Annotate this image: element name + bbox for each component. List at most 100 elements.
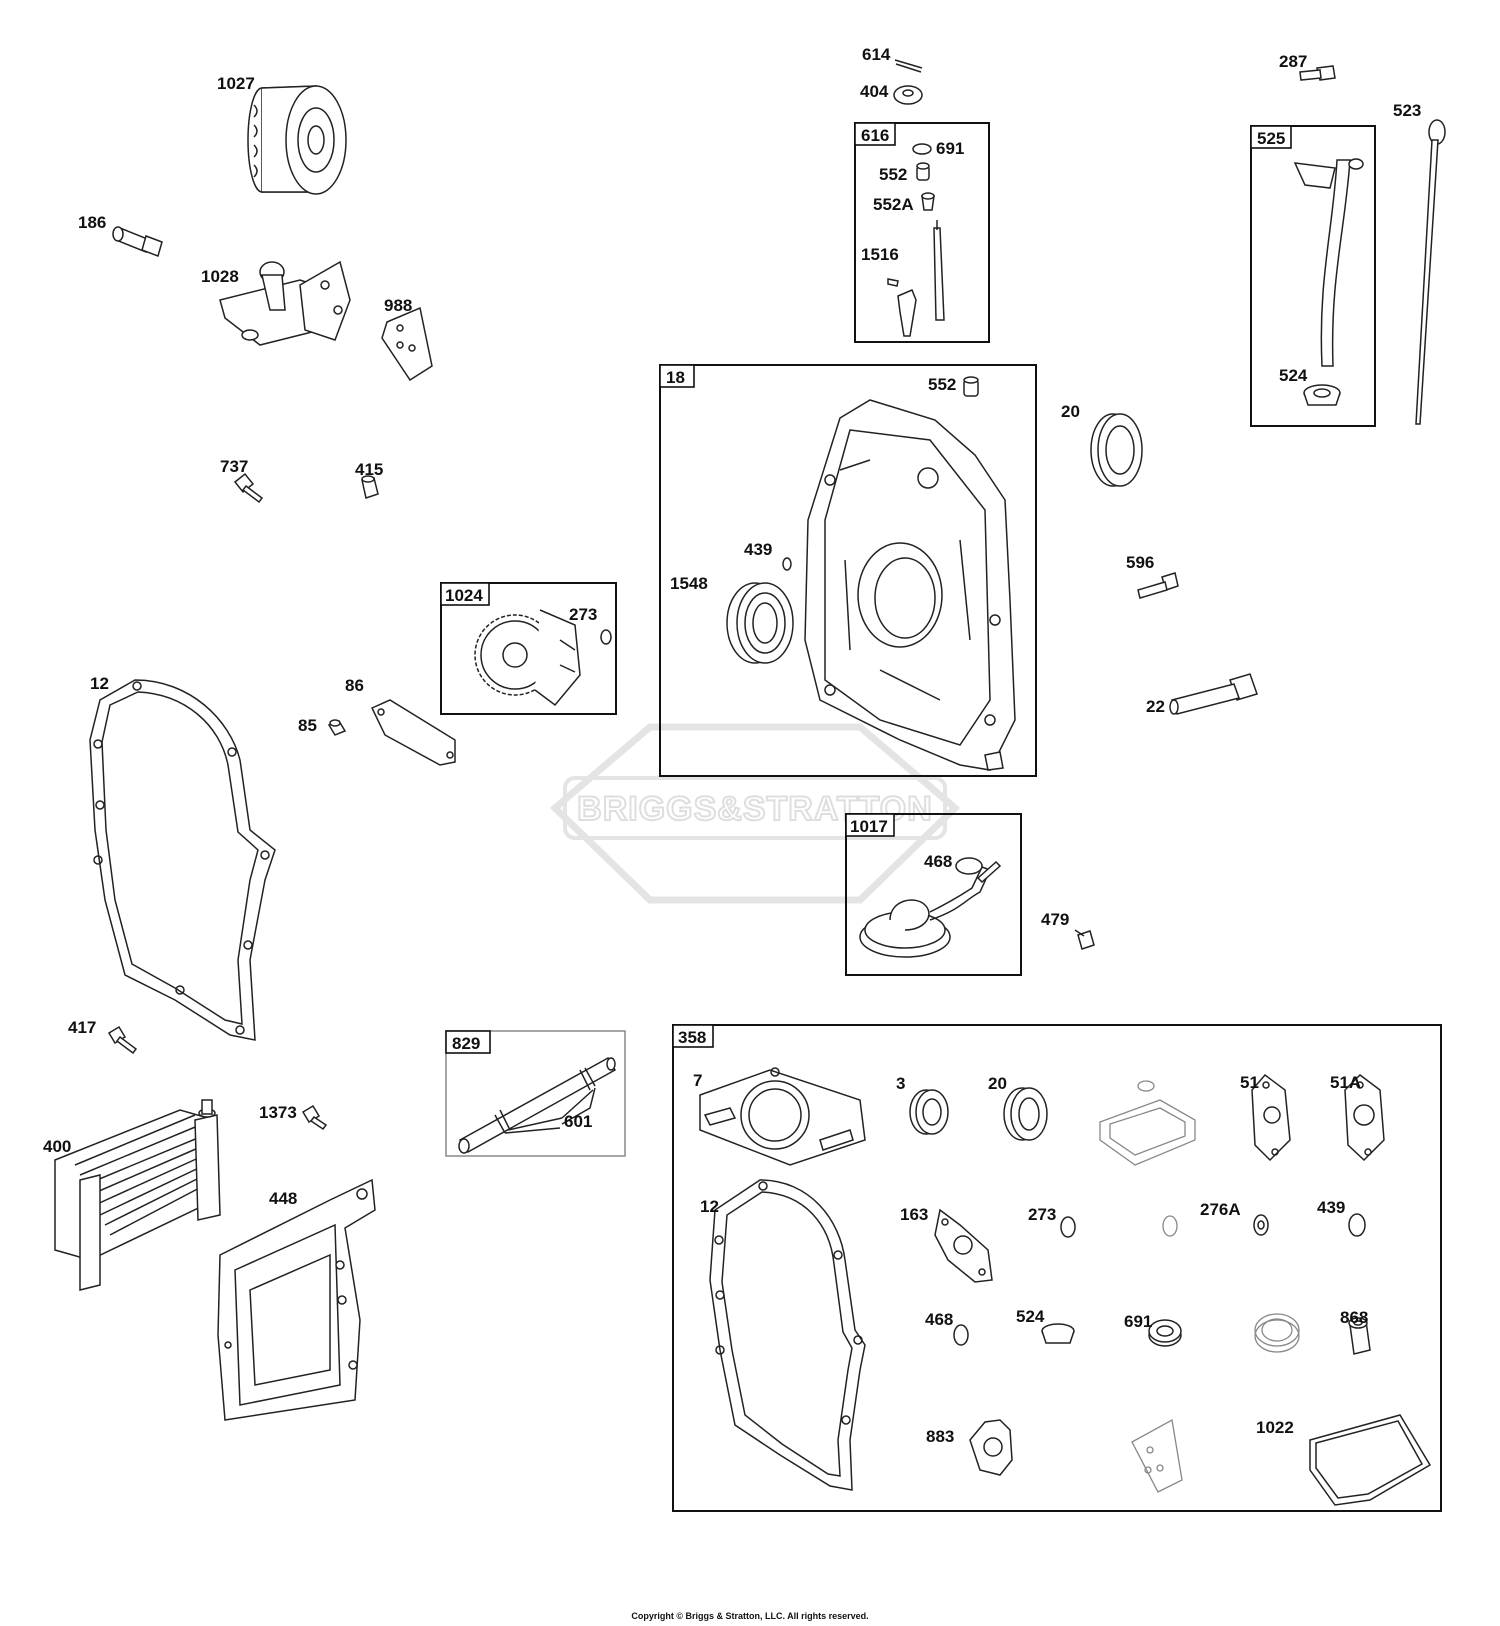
box-1017 xyxy=(845,813,1022,976)
callout-86: 86 xyxy=(345,676,364,695)
callout-552A: 552A xyxy=(873,195,914,214)
part-1548-bearing[interactable] xyxy=(726,582,794,664)
callout-883: 883 xyxy=(926,1427,954,1446)
part-186-fitting[interactable] xyxy=(112,226,163,257)
callout-273-a: 273 xyxy=(569,605,597,624)
part-1028-filter-adapter[interactable] xyxy=(219,260,351,346)
callout-691-b: 691 xyxy=(1124,1312,1152,1331)
part-20-seal-b[interactable] xyxy=(1003,1087,1048,1141)
callout-439-a: 439 xyxy=(744,540,772,559)
part-276A-washer[interactable] xyxy=(1253,1214,1269,1236)
part-988-gasket-unlabeled[interactable] xyxy=(1131,1418,1183,1493)
part-7-head-gasket[interactable] xyxy=(699,1067,866,1166)
part-1027-oil-filter[interactable] xyxy=(247,85,347,195)
part-1024-oil-pump[interactable] xyxy=(474,609,581,707)
part-1373-bolt[interactable] xyxy=(301,1104,328,1131)
callout-601: 601 xyxy=(564,1112,592,1131)
box-829 xyxy=(445,1030,626,1157)
part-524-grommet-a[interactable] xyxy=(1303,384,1341,406)
part-1017-oil-pickup[interactable] xyxy=(859,860,1002,958)
box-label-1024: 1024 xyxy=(445,586,483,605)
part-439-ring-a[interactable] xyxy=(782,557,792,571)
callout-417: 417 xyxy=(68,1018,96,1037)
part-400-oil-cooler[interactable] xyxy=(54,1099,221,1291)
callout-12-a: 12 xyxy=(90,674,109,693)
callout-737: 737 xyxy=(220,457,248,476)
callout-400: 400 xyxy=(43,1137,71,1156)
part-163-gasket[interactable] xyxy=(934,1208,993,1283)
part-287-bolt[interactable] xyxy=(1299,65,1336,81)
part-468-oring-b[interactable] xyxy=(953,1324,969,1346)
callout-468-a: 468 xyxy=(924,852,952,871)
copyright-text: Copyright © Briggs & Stratton, LLC. All … xyxy=(631,1611,868,1621)
part-86-cover-plate[interactable] xyxy=(370,699,456,766)
callout-988: 988 xyxy=(384,296,412,315)
part-22-bolt[interactable] xyxy=(1169,673,1258,715)
part-gasket-square-unlabeled[interactable] xyxy=(1099,1080,1196,1166)
part-479-screw[interactable] xyxy=(1074,929,1095,950)
box-18 xyxy=(659,364,1037,777)
callout-524-a: 524 xyxy=(1279,366,1308,385)
callout-12-b: 12 xyxy=(700,1197,719,1216)
box-616 xyxy=(854,122,990,343)
part-12-gasket-b[interactable] xyxy=(709,1179,866,1491)
part-1516-governor-shaft[interactable] xyxy=(887,220,945,337)
part-1022-gasket[interactable] xyxy=(1309,1414,1432,1506)
part-552A-bushing[interactable] xyxy=(921,192,935,211)
part-85-screw[interactable] xyxy=(327,719,347,736)
part-3-seal[interactable] xyxy=(909,1089,949,1135)
part-51A-gasket[interactable] xyxy=(1344,1074,1385,1162)
part-691-seal-small[interactable] xyxy=(912,143,932,155)
box-358 xyxy=(672,1024,1442,1512)
box-label-358: 358 xyxy=(678,1028,706,1047)
callout-51: 51 xyxy=(1240,1073,1259,1092)
part-737-bolt[interactable] xyxy=(233,472,264,504)
callout-273-b: 273 xyxy=(1028,1205,1056,1224)
part-691-seal-b[interactable] xyxy=(1148,1319,1182,1347)
part-18-crankcase-cover[interactable] xyxy=(804,399,1016,771)
callout-614: 614 xyxy=(862,45,891,64)
leader-601 xyxy=(507,1089,594,1131)
part-washer-unlabeled-a[interactable] xyxy=(1162,1215,1178,1237)
callout-1028: 1028 xyxy=(201,267,239,286)
part-273-oring-b[interactable] xyxy=(1060,1216,1076,1238)
part-552-bushing[interactable] xyxy=(916,162,930,181)
part-404-washer[interactable] xyxy=(893,85,923,105)
part-524-grommet-b[interactable] xyxy=(1041,1323,1075,1344)
part-273-oring-a[interactable] xyxy=(600,629,612,645)
callout-404: 404 xyxy=(860,82,889,101)
part-417-bolt[interactable] xyxy=(107,1025,138,1055)
callout-479: 479 xyxy=(1041,910,1069,929)
callout-51A: 51A xyxy=(1330,1073,1361,1092)
part-callouts: 1027 186 1028 988 737 415 614 404 691 55… xyxy=(43,45,1421,1446)
part-988-gasket[interactable] xyxy=(381,306,433,382)
box-tabs: 616 525 18 1024 1017 829 358 xyxy=(440,122,1292,1054)
part-468-oring-a[interactable] xyxy=(955,857,983,875)
part-448-bracket[interactable] xyxy=(217,1178,376,1421)
part-523-dipstick[interactable] xyxy=(1415,119,1446,425)
callout-163: 163 xyxy=(900,1205,928,1224)
part-439-ring-b[interactable] xyxy=(1348,1213,1366,1237)
part-20-oil-seal-a[interactable] xyxy=(1090,413,1143,487)
box-label-616: 616 xyxy=(861,126,889,145)
part-525-dipstick-tube[interactable] xyxy=(1293,158,1364,367)
callout-415: 415 xyxy=(355,460,383,479)
part-596-bolt[interactable] xyxy=(1137,572,1179,599)
part-552-bushing-b[interactable] xyxy=(963,376,979,397)
part-868-valve-seal[interactable] xyxy=(1348,1317,1371,1355)
part-829-tube[interactable] xyxy=(458,1056,617,1154)
part-ring-unlabeled[interactable] xyxy=(1254,1313,1300,1353)
callout-439-b: 439 xyxy=(1317,1198,1345,1217)
callout-468-b: 468 xyxy=(925,1310,953,1329)
box-525 xyxy=(1250,125,1376,427)
part-12-gasket-a[interactable] xyxy=(89,679,276,1041)
part-51-gasket[interactable] xyxy=(1251,1073,1291,1162)
part-415-nut[interactable] xyxy=(361,475,379,499)
callout-596: 596 xyxy=(1126,553,1154,572)
callout-552-a: 552 xyxy=(879,165,907,184)
callout-287: 287 xyxy=(1279,52,1307,71)
callout-1516: 1516 xyxy=(861,245,899,264)
part-614-pin[interactable] xyxy=(894,59,923,73)
part-883-gasket[interactable] xyxy=(969,1419,1013,1476)
